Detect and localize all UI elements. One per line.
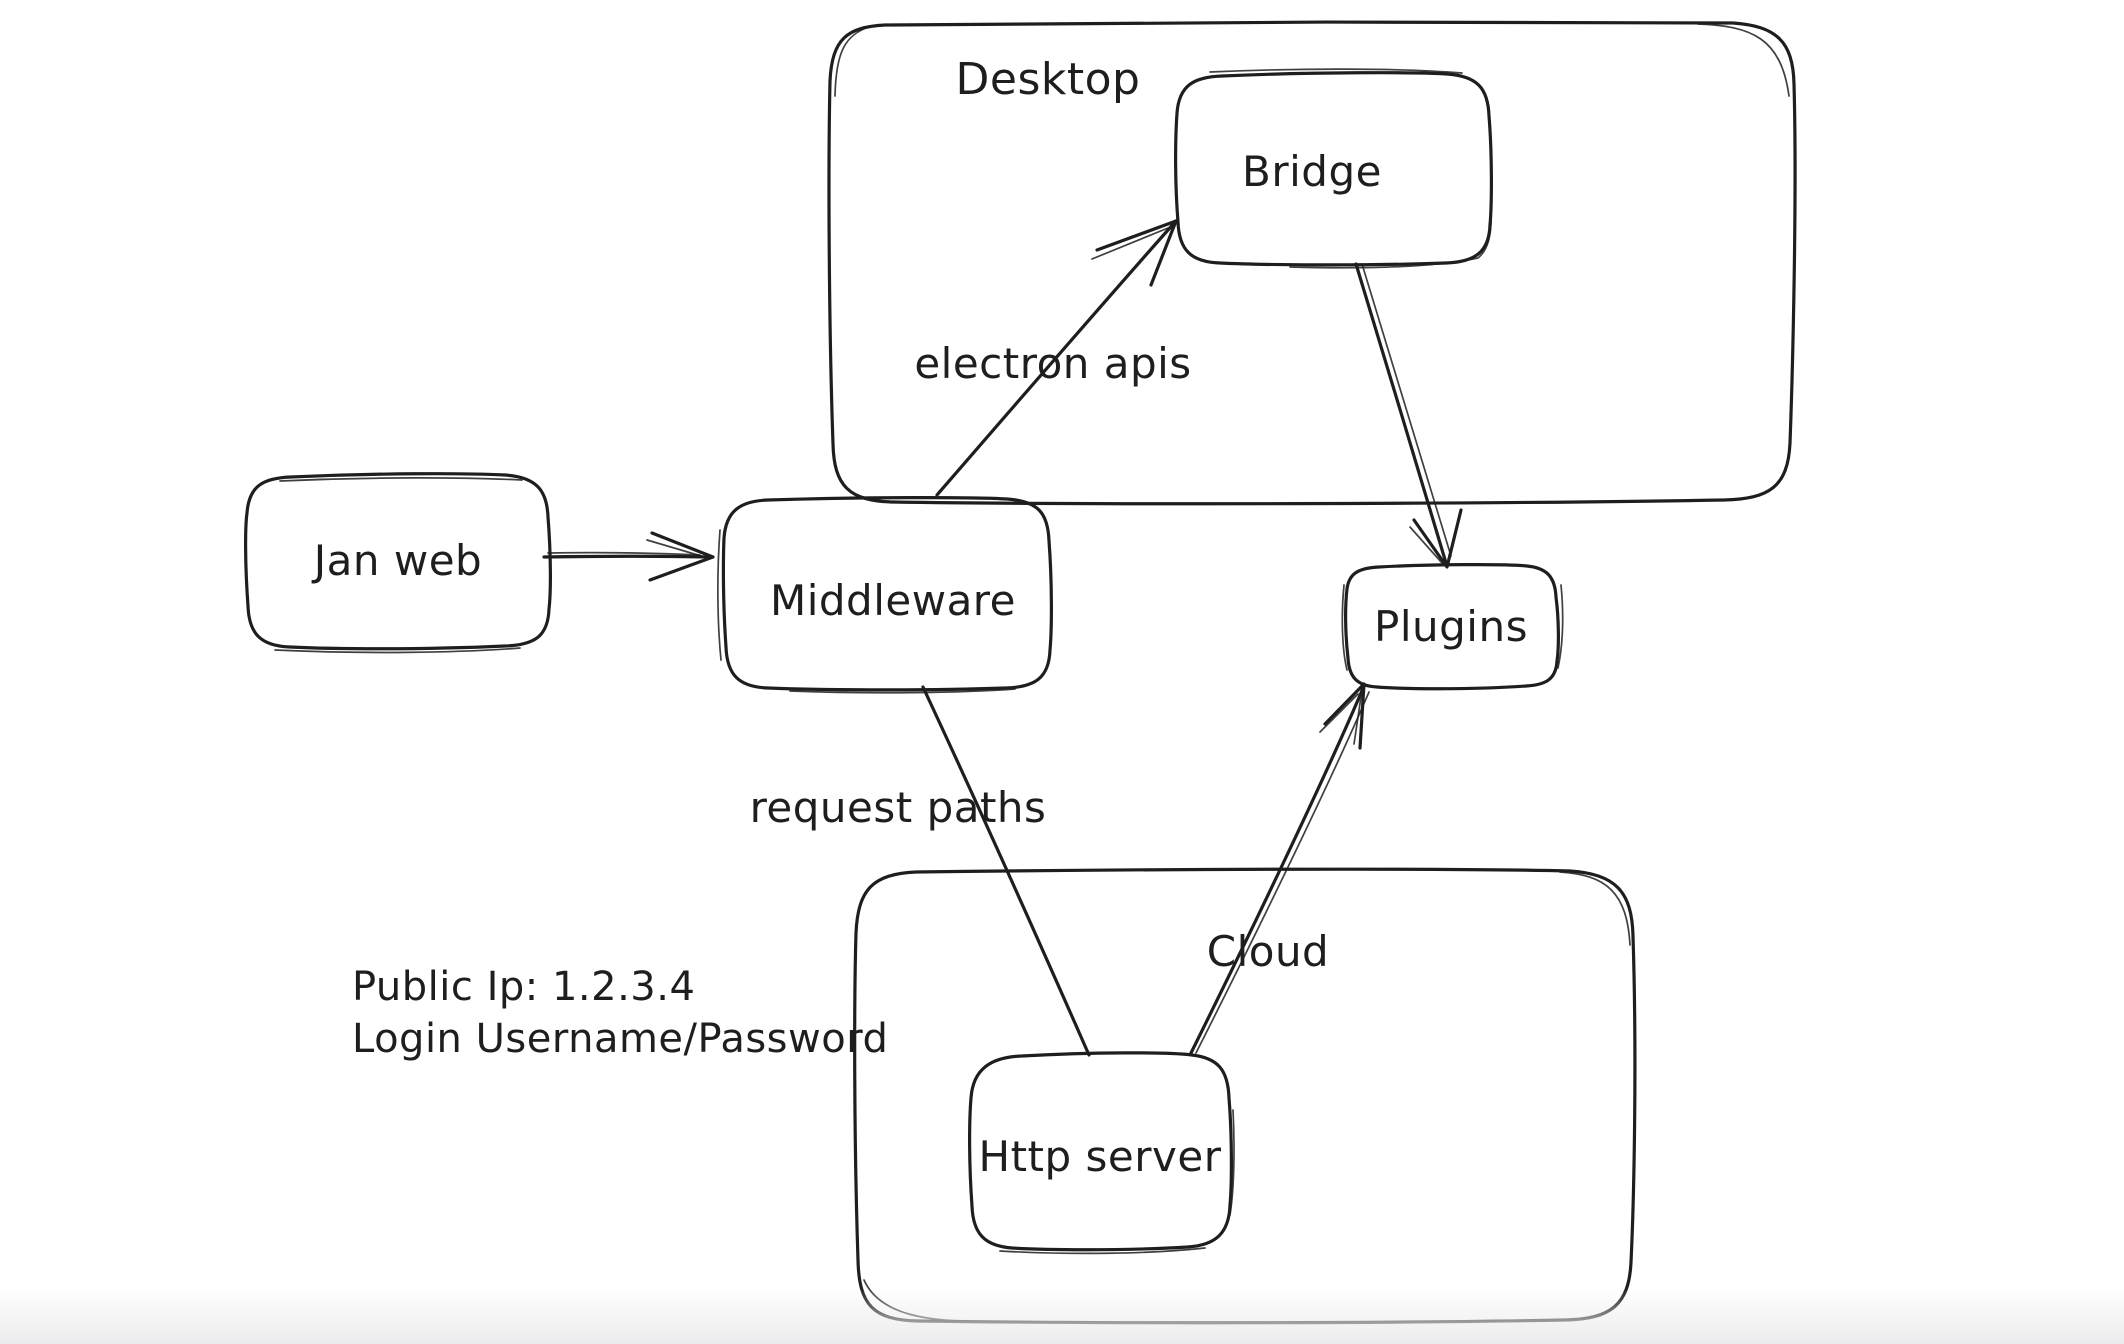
annotation-public-ip[interactable]: Public Ip: 1.2.3.4 [352, 964, 695, 1010]
sketch-accent [789, 688, 1016, 694]
edge-http-server-to-plugins[interactable] [1189, 682, 1370, 1055]
sketch-accent [1697, 23, 1790, 97]
http-server-label[interactable]: Http server [979, 1132, 1222, 1181]
middleware-label[interactable]: Middleware [770, 576, 1016, 625]
desktop-container-label[interactable]: Desktop [956, 54, 1141, 105]
edge-jan-web-to-middleware[interactable] [542, 531, 715, 582]
arrowhead[interactable] [1095, 219, 1178, 287]
sketch-accent [1091, 227, 1169, 260]
jan-web-label[interactable]: Jan web [311, 536, 482, 585]
edge-middleware-to-bridge[interactable]: electron apis [914, 219, 1191, 497]
annotation-block[interactable]: Public Ip: 1.2.3.4 Login Username/Passwo… [352, 964, 888, 1062]
edge-bridge-to-plugins[interactable] [1354, 262, 1463, 569]
sketch-accent [1209, 68, 1463, 74]
sketch-accent [999, 1247, 1206, 1255]
edge-label-request-paths[interactable]: request paths [750, 783, 1047, 832]
bridge-label[interactable]: Bridge [1242, 147, 1382, 196]
sketch-accent [1361, 263, 1452, 557]
edge-line[interactable] [542, 554, 714, 559]
node-plugins[interactable]: Plugins [1341, 563, 1564, 691]
sketch-accent [1319, 689, 1363, 745]
cloud-container-label[interactable]: Cloud [1207, 927, 1329, 976]
sketch-accent [1195, 691, 1370, 1054]
arrowhead[interactable] [1323, 682, 1366, 750]
edge-middleware-to-http-server[interactable]: request paths [750, 685, 1091, 1057]
plugins-outline[interactable] [1344, 563, 1560, 691]
node-http-server[interactable]: Http server [968, 1051, 1235, 1255]
sketch-accent [1341, 584, 1348, 671]
node-bridge[interactable]: Bridge [1174, 68, 1493, 269]
edge-line[interactable] [1354, 262, 1448, 565]
arrowhead[interactable] [648, 531, 715, 582]
edge-line[interactable] [1189, 684, 1366, 1055]
sketch-accent [274, 647, 521, 654]
sketch-accent [1559, 871, 1631, 946]
sketch-accent [1229, 1109, 1235, 1216]
sketch-accent [279, 477, 523, 482]
middleware-outline[interactable] [721, 496, 1053, 692]
edge-line[interactable] [921, 685, 1091, 1057]
desktop-container-outline[interactable] [827, 20, 1797, 506]
edge-line[interactable] [935, 219, 1178, 497]
sketch-accent [834, 26, 870, 97]
http-server-outline[interactable] [968, 1051, 1233, 1252]
edge-label-electron-apis[interactable]: electron apis [914, 339, 1191, 388]
jan-web-outline[interactable] [244, 472, 552, 651]
sketch-accent [1557, 584, 1564, 669]
sketch-accent [1289, 209, 1492, 269]
node-jan-web[interactable]: Jan web [244, 472, 552, 654]
arrowhead[interactable] [1412, 508, 1463, 569]
node-middleware[interactable]: Middleware [717, 496, 1053, 694]
container-desktop[interactable]: Desktop [827, 20, 1797, 506]
annotation-login[interactable]: Login Username/Password [352, 1016, 888, 1062]
sketch-accent [1409, 526, 1443, 564]
plugins-label[interactable]: Plugins [1374, 602, 1528, 651]
sketch-accent [646, 539, 709, 559]
sketch-accent [547, 551, 701, 556]
sketch-accent [717, 529, 722, 661]
